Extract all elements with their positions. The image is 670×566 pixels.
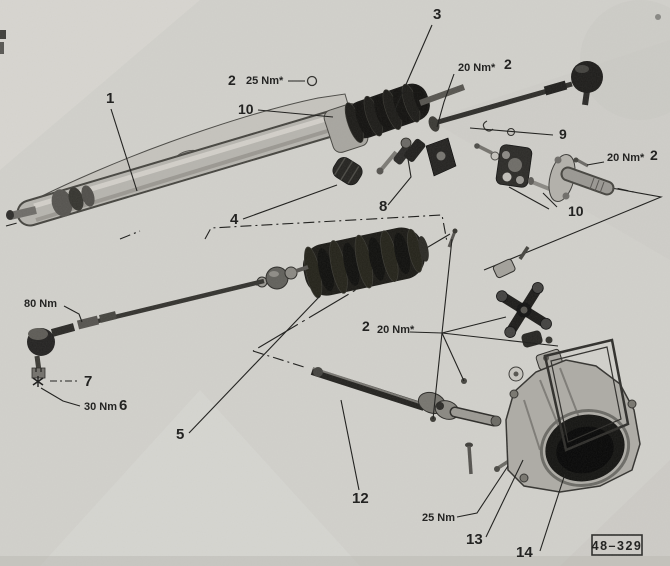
manual-page-scan: 1 2 25 Nm* 10 3 20 Nm* 2 9 20 Nm* 2 10 4… [0, 0, 670, 566]
scan-grain [0, 0, 670, 566]
exploded-parts-figure: 1 2 25 Nm* 10 3 20 Nm* 2 9 20 Nm* 2 10 4… [0, 0, 670, 566]
